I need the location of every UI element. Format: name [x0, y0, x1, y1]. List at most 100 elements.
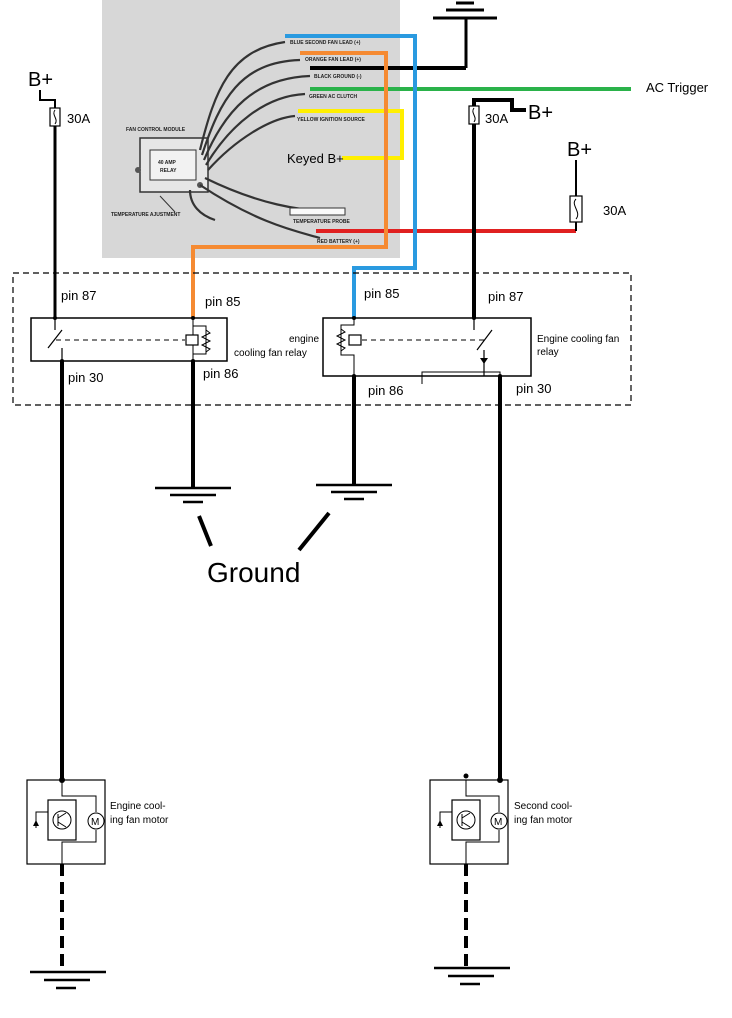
- fan-control-module-photo: BLUE SECOND FAN LEAD (+) ORANGE FAN LEAD…: [102, 0, 400, 258]
- left-motor-transistor-e: [57, 821, 67, 828]
- fuse-right-label: 30A: [603, 203, 626, 218]
- left-motor-transistor-c: [57, 812, 67, 819]
- module-label-temp-probe: TEMPERATURE PROBE: [293, 219, 351, 225]
- ac-trigger-label: AC Trigger: [646, 80, 709, 95]
- left-motor-m-circle: [87, 812, 105, 830]
- fuse-mid-label: 30A: [485, 111, 508, 126]
- left-relay: pin 87 pin 85 pin 30 pin 86 cooling fan …: [30, 288, 307, 385]
- left-motor-internal-top: [61, 780, 97, 812]
- left-b-plus-circuit: B+ 30A: [28, 69, 90, 318]
- module-label-orange-lead: ORANGE FAN LEAD (+): [305, 57, 361, 63]
- right-motor-side-arrow: [437, 820, 443, 826]
- b-plus-mid-feed: [472, 98, 526, 112]
- module-label-relay-2: RELAY: [160, 168, 177, 174]
- b-plus-left-label: B+: [28, 69, 53, 91]
- left-motor-m-label: M: [91, 817, 99, 828]
- left-relay-pin85: pin 85: [205, 294, 240, 309]
- harness-wires: [188, 40, 331, 240]
- right-relay-pin86: pin 86: [368, 383, 403, 398]
- b-plus-mid-label: B+: [528, 102, 553, 124]
- left-relay-pin85-dot: [191, 316, 195, 320]
- left-relay-pin30: pin 30: [68, 370, 103, 385]
- right-motor-internal-top: [465, 780, 500, 812]
- module-label-temp-adjust: TEMPERATURE AJUSTMENT: [111, 212, 180, 218]
- right-motor-m-circle: [490, 812, 508, 830]
- relay-enclosure: [12, 272, 632, 406]
- harness-wire-8: [188, 189, 216, 222]
- fuse-left-element: [53, 109, 57, 125]
- blue-second-fan-lead-wire: [285, 34, 417, 318]
- relay-block: [149, 149, 197, 181]
- right-relay-coil-frame: [340, 318, 355, 376]
- module-label-red-battery: RED BATTERY (+): [317, 239, 360, 245]
- right-fan-motor: M Second cool- ing fan motor: [429, 773, 573, 865]
- right-relay-engine-label: engine: [289, 334, 319, 345]
- left-motor-transistor-circle: [52, 810, 72, 830]
- left-motor-caption-2: ing fan motor: [110, 815, 169, 826]
- ground-pointer-right: [297, 511, 331, 552]
- harness-wire-3: [202, 74, 311, 161]
- harness-wire-5: [207, 114, 296, 171]
- left-relay-pin87: pin 87: [61, 288, 96, 303]
- right-relay-switch-blade: [476, 329, 493, 351]
- left-relay-coil-frame: [192, 318, 207, 361]
- left-relay-switch-blade: [47, 329, 63, 349]
- right-relay-caption-1: Engine cooling fan: [537, 334, 619, 345]
- b-plus-left-feed: [39, 90, 56, 108]
- left-motor-caption-1: Engine cool-: [110, 801, 166, 812]
- right-relay-caption-2: relay: [537, 347, 559, 358]
- harness-wire-1: [198, 40, 286, 151]
- keyed-b-plus-label: Keyed B+: [287, 151, 344, 166]
- temp-adjust-pointer: [159, 195, 176, 213]
- right-motor-transistor-circle: [456, 810, 476, 830]
- left-motor-internal-bottom: [61, 830, 97, 864]
- harness-wire-7: [199, 184, 321, 240]
- right-motor-transistor-c: [461, 812, 471, 819]
- right-relay-coil: [348, 334, 362, 346]
- harness-wire-4: [205, 92, 306, 166]
- right-relay: pin 85 pin 87 pin 86 pin 30 engine Engin…: [289, 286, 619, 398]
- left-relay-resistor: [200, 329, 212, 353]
- left-relay-pin86: pin 86: [203, 366, 238, 381]
- right-relay-pin85-dot: [352, 316, 356, 320]
- module-label-black-ground: BLACK GROUND (-): [314, 74, 362, 80]
- module-label-relay-1: 40 AMP: [158, 160, 177, 166]
- right-relay-pin30: pin 30: [516, 381, 551, 396]
- right-relay-diode: [480, 358, 488, 364]
- fuse-mid-element: [472, 107, 476, 123]
- right-relay-pin87: pin 87: [488, 289, 523, 304]
- module-label-yellow-ign: YELLOW IGNITION SOURCE: [297, 117, 365, 123]
- left-relay-coil: [185, 334, 199, 346]
- right-motor-caption-1: Second cool-: [514, 801, 572, 812]
- orange-fan-lead-wire: [191, 51, 388, 318]
- right-relay-pin85: pin 85: [364, 286, 399, 301]
- module-label-blue-lead: BLUE SECOND FAN LEAD (+): [290, 40, 361, 46]
- right-motor-ground: [434, 966, 510, 986]
- harness-wire-2: [200, 58, 301, 156]
- left-motor-side-arrow: [33, 820, 39, 826]
- ground-pointer-left: [197, 515, 213, 547]
- ground-label: Ground: [207, 557, 300, 588]
- fuse-left-label: 30A: [67, 111, 90, 126]
- right-motor-m-label: M: [494, 817, 502, 828]
- left-motor-ground: [30, 970, 106, 990]
- right-relay-pin87-dot: [472, 316, 476, 320]
- temperature-probe: [289, 207, 346, 216]
- b-plus-right-label: B+: [567, 139, 592, 161]
- right-motor-caption-2: ing fan motor: [514, 815, 573, 826]
- mid-b-plus-circuit: B+ 30A: [468, 98, 553, 318]
- mount-hole-left: [135, 167, 141, 173]
- right-motor-aux-dot: [463, 773, 469, 779]
- right-b-plus-circuit: B+ 30A: [567, 139, 626, 231]
- right-motor-internal-bottom: [465, 830, 500, 864]
- left-relay-pin87-dot: [53, 316, 57, 320]
- left-relay-caption: cooling fan relay: [234, 348, 307, 359]
- right-relay-resistor: [335, 328, 347, 352]
- right-motor-input-dot: [497, 777, 503, 783]
- module-label-green-ac: GREEN AC CLUTCH: [309, 94, 358, 100]
- top-chassis-ground: [433, 1, 497, 68]
- fuse-right-element: [573, 198, 579, 220]
- yellow-keyed-b-plus-wire: [298, 109, 404, 160]
- relay-grounds: [155, 361, 392, 552]
